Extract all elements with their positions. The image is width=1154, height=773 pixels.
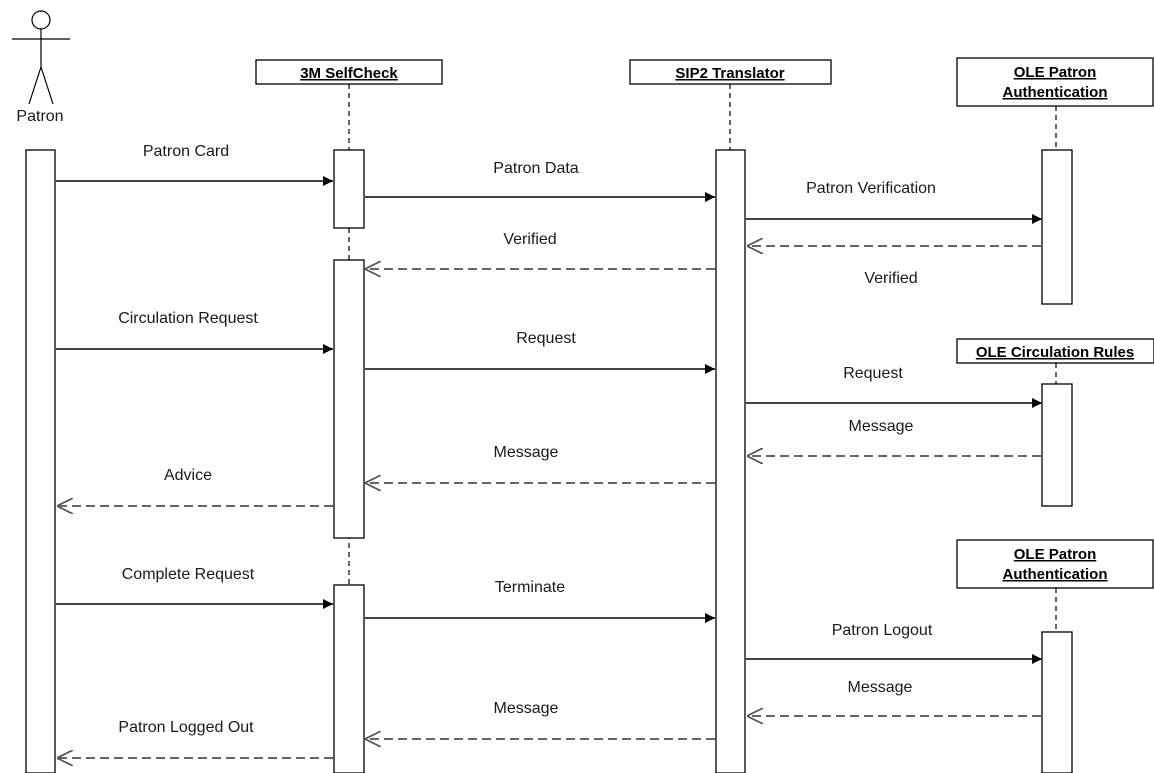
message-patron-logout: Patron Logout — [746, 622, 1042, 664]
activation-patron — [25, 149, 56, 773]
participant-ole-circulation-rules: OLE Circulation Rules — [956, 338, 1154, 364]
participant-box — [255, 59, 443, 85]
message-label: Patron Card — [143, 143, 229, 160]
actor-right-leg — [40, 66, 54, 105]
activation-selfcheck-1 — [333, 149, 365, 229]
participant-3m-selfcheck: 3M SelfCheck — [255, 59, 443, 85]
participant-box — [956, 338, 1154, 364]
activation-ole-circulation-rules — [1041, 383, 1073, 507]
message-circulation-request: Circulation Request — [56, 310, 333, 354]
participant-label-line2: Authentication — [1003, 566, 1108, 583]
participant-sip2-translator: SIP2 Translator — [629, 59, 832, 85]
participant-label: SIP2 Translator — [675, 65, 784, 82]
message-advice: Advice — [57, 467, 333, 506]
message-label: Circulation Request — [118, 310, 258, 327]
message-label: Complete Request — [122, 566, 255, 583]
message-label: Patron Logout — [832, 622, 933, 639]
message-complete-request: Complete Request — [56, 566, 333, 609]
patron-actor: Patron — [12, 10, 70, 125]
message-patron-card: Patron Card — [56, 143, 333, 186]
activation-selfcheck-2 — [333, 259, 365, 539]
message-message-from-rules: Message — [747, 418, 1041, 456]
participant-box — [956, 539, 1154, 589]
message-patron-data: Patron Data — [365, 160, 715, 202]
message-label: Message — [494, 700, 559, 717]
message-message-from-auth: Message — [747, 679, 1041, 716]
participant-label: OLE Circulation Rules — [976, 344, 1134, 361]
message-label: Message — [849, 418, 914, 435]
actor-label: Patron — [16, 108, 63, 125]
message-label: Advice — [164, 467, 212, 484]
actor-head — [31, 10, 51, 30]
participant-label-line1: OLE Patron — [1014, 546, 1097, 563]
message-label: Request — [843, 365, 903, 382]
message-label: Patron Verification — [806, 180, 936, 197]
participant-label: 3M SelfCheck — [300, 65, 398, 82]
message-patron-verification: Patron Verification — [746, 180, 1042, 224]
participant-label-line1: OLE Patron — [1014, 64, 1097, 81]
activation-sip2 — [715, 149, 746, 773]
message-verified-from-auth: Verified — [747, 246, 1041, 287]
message-label: Terminate — [495, 579, 565, 596]
message-request-to-rules: Request — [746, 365, 1042, 408]
message-message-to-selfcheck-2: Message — [365, 700, 715, 739]
message-terminate: Terminate — [365, 579, 715, 623]
message-label: Verified — [503, 231, 556, 248]
message-verified-to-selfcheck: Verified — [365, 231, 715, 269]
participant-box — [956, 57, 1154, 107]
message-label: Patron Logged Out — [118, 719, 254, 736]
message-label: Verified — [864, 270, 917, 287]
activation-ole-patron-authentication-1 — [1041, 149, 1073, 305]
message-patron-logged-out: Patron Logged Out — [57, 719, 333, 758]
activation-selfcheck-3 — [333, 584, 365, 773]
message-label: Message — [494, 444, 559, 461]
actor-left-leg — [28, 66, 42, 105]
participant-box — [629, 59, 832, 85]
participant-ole-patron-authentication-2: OLE Patron Authentication — [956, 539, 1154, 589]
activation-ole-patron-authentication-2 — [1041, 631, 1073, 773]
message-request-to-sip2: Request — [365, 330, 715, 374]
participant-ole-patron-authentication-1: OLE Patron Authentication — [956, 57, 1154, 107]
participant-label-line2: Authentication — [1003, 84, 1108, 101]
message-label: Request — [516, 330, 576, 347]
message-message-to-selfcheck: Message — [365, 444, 715, 483]
message-label: Message — [848, 679, 913, 696]
message-label: Patron Data — [493, 160, 578, 177]
